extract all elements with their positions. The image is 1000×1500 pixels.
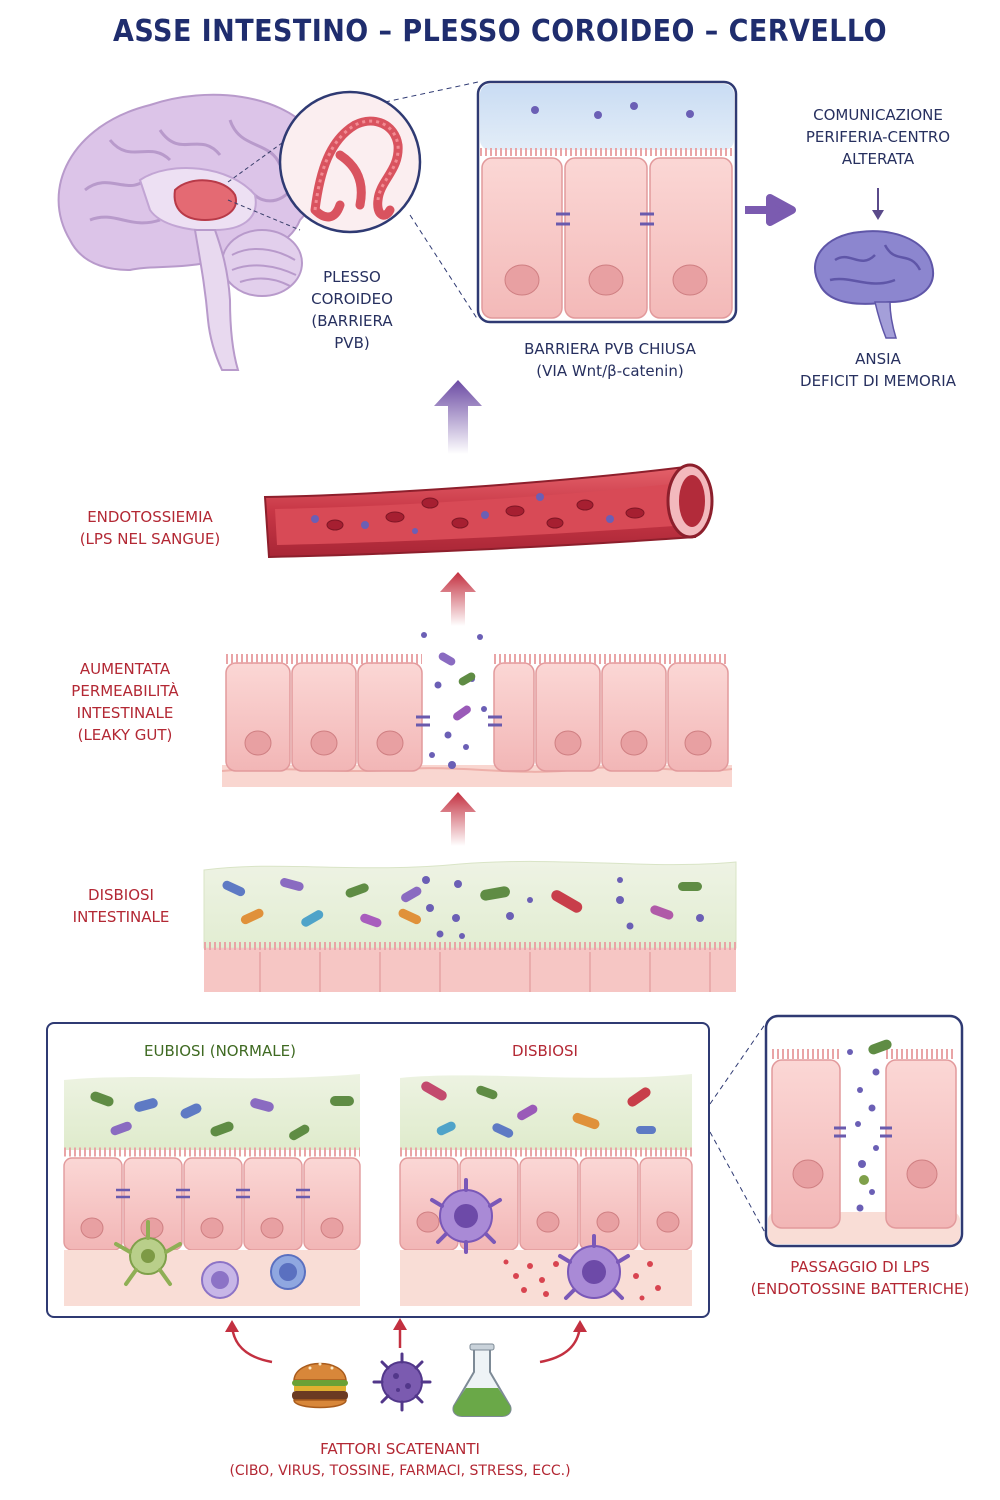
comparison-illustration <box>63 1074 693 1306</box>
dysbiosis-label: DISBIOSI INTESTINALE <box>72 886 170 926</box>
brain-icon <box>57 93 322 371</box>
flask-icon <box>452 1343 512 1417</box>
bacteria-icon <box>421 1081 656 1138</box>
up-arrow-purple <box>434 380 482 454</box>
lps-passage-label: PASSAGGIO DI LPS (ENDOTOSSINE BATTERICHE… <box>750 1258 970 1298</box>
up-arrow-red-1 <box>440 572 476 626</box>
brain-section <box>57 80 935 371</box>
outcome-label: ANSIA DEFICIT DI MEMORIA <box>800 350 956 390</box>
small-brain-icon <box>814 230 935 339</box>
burger-icon <box>292 1362 348 1409</box>
page-title: ASSE INTESTINO – PLESSO COROIDEO – CERVE… <box>113 14 887 49</box>
bacteria-icon <box>90 1091 354 1141</box>
communication-label: COMUNICAZIONE PERIFERIA-CENTRO ALTERATA <box>805 106 951 168</box>
bacteria-icon <box>438 652 476 721</box>
dysbiosis-tissue <box>399 1074 693 1306</box>
dysbiosis-strip <box>203 860 737 992</box>
pvb-barrier-panel <box>476 80 738 324</box>
pvb-label: BARRIERA PVB CHIUSA (VIA Wnt/β-catenin) <box>524 340 696 380</box>
leaky-gut-epithelium <box>222 632 732 787</box>
lps-passage-inset <box>709 1014 964 1248</box>
bacteria-icon <box>222 878 702 928</box>
immune-cell-icon <box>114 1220 306 1299</box>
triggers-label: FATTORI SCATENANTI (CIBO, VIRUS, TOSSINE… <box>229 1440 571 1479</box>
up-arrow-red-2 <box>440 792 476 846</box>
choroid-plexus-icon <box>278 90 422 234</box>
triggers-illustration <box>225 1318 587 1417</box>
immune-cell-icon <box>430 1178 630 1300</box>
eubiosis-tissue <box>63 1074 361 1306</box>
choroid-label: PLESSO COROIDEO (BARRIERA PVB) <box>311 268 393 352</box>
virus-icon <box>372 1352 432 1412</box>
endotoxemia-label: ENDOTOSSIEMIA (LPS NEL SANGUE) <box>79 508 221 548</box>
dysbiosis-panel-title: DISBIOSI <box>512 1042 578 1060</box>
eubiosis-title: EUBIOSI (NORMALE) <box>144 1042 296 1060</box>
permeability-label: AUMENTATA PERMEABILITÀ INTESTINALE (LEAK… <box>71 660 179 744</box>
blood-vessel-icon <box>263 463 714 559</box>
